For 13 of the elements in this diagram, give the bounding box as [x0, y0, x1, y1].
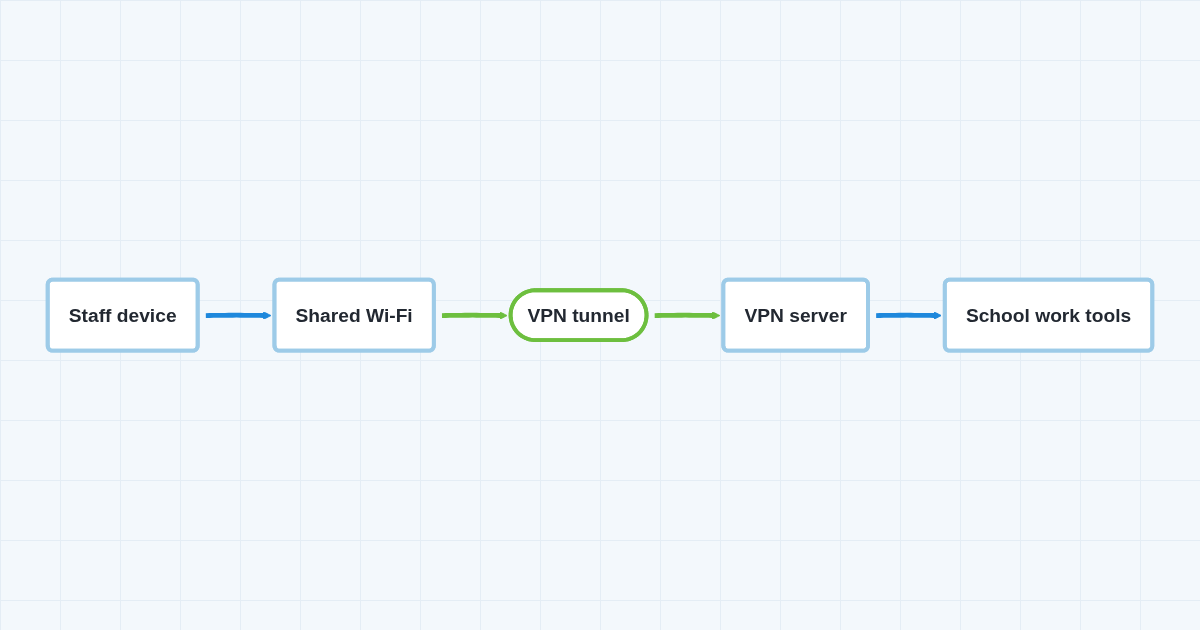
node-label: Staff device: [68, 303, 177, 328]
process-box: [721, 277, 870, 353]
process-box: [272, 277, 436, 353]
node-label: School work tools: [965, 303, 1132, 328]
arrow: [205, 311, 272, 320]
arrow: [441, 311, 508, 320]
node-label: Shared Wi-Fi: [295, 303, 413, 328]
node-label: VPN tunnel: [527, 303, 630, 328]
node-label: VPN server: [744, 303, 847, 328]
arrow: [876, 311, 942, 320]
process-box: [45, 277, 200, 353]
process-box: [942, 277, 1155, 353]
arrow: [654, 311, 721, 320]
